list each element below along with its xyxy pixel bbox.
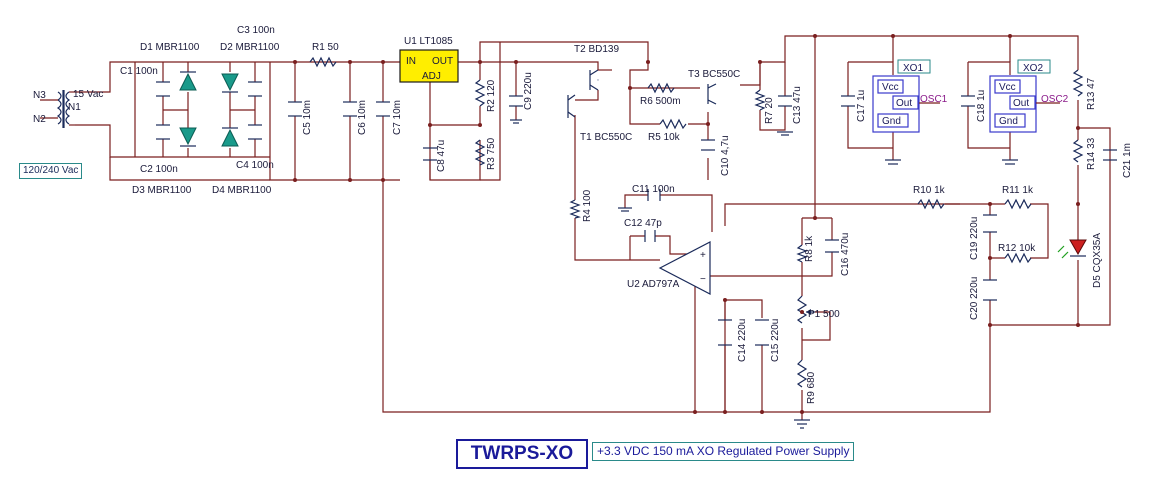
label-r8: R8 1k	[804, 235, 815, 262]
label-c3: C3 100n	[237, 25, 275, 36]
label-c12: C12 47p	[624, 218, 662, 229]
label-u2: U2 AD797A	[627, 279, 680, 290]
xo2-gnd: Gnd	[999, 116, 1018, 127]
oscillator-xo2: XO2 Vcc Out Gnd OSC2 C18 1u	[961, 59, 1069, 165]
label-c7: C7 10m	[392, 100, 403, 135]
label-d4: D4 MBR1100	[212, 185, 272, 196]
label-r7: R7 20	[764, 97, 775, 124]
label-c20: C20 220u	[969, 277, 980, 320]
regulator-pin-adj: ADJ	[422, 71, 441, 82]
label-r4: R4 100	[582, 189, 593, 222]
label-d1: D1 MBR1100	[140, 42, 200, 53]
label-r9: R9 680	[806, 371, 817, 404]
xo2-vcc: Vcc	[999, 82, 1016, 93]
xo1-out: Out	[896, 98, 912, 109]
label-c11: C11 100n	[632, 184, 675, 195]
output-network: R10 1k R11 1k R12 10k C19 220u C20 220u …	[913, 69, 1133, 320]
xo1-gnd: Gnd	[882, 116, 901, 127]
label-c21: C21 1m	[1122, 143, 1133, 178]
pass-transistors: T2 BD139 T1 BC550C T3 BC550C R6 500m R5 …	[567, 44, 803, 222]
label-t1: T1 BC550C	[580, 132, 632, 143]
label-c17: C17 1u	[856, 90, 867, 122]
xo1-vcc: Vcc	[882, 82, 899, 93]
label-c5: C5 10m	[302, 100, 313, 135]
transformer-voltage: 15 Vac	[73, 89, 103, 100]
junctions	[293, 34, 1080, 414]
regulator-u1: IN OUT ADJ U1 LT1085 R2 120 R3 750 C8 47…	[399, 36, 534, 172]
label-r5: R5 10k	[648, 132, 681, 143]
label-p1: P1 500	[808, 309, 840, 320]
label-r11: R11 1k	[1002, 185, 1034, 196]
label-t3: T3 BC550C	[688, 69, 740, 80]
xo2-id: XO2	[1023, 63, 1043, 74]
xo2-output-net: OSC2	[1041, 94, 1069, 105]
xo2-out: Out	[1013, 98, 1029, 109]
opamp-minus: −	[700, 274, 706, 285]
label-c15: C15 220u	[770, 319, 781, 362]
schematic-title: TWRPS-XO	[456, 439, 588, 469]
label-d2: D2 MBR1100	[220, 42, 280, 53]
transformer: N3 N2 N1 15 Vac	[33, 89, 103, 128]
input-filter: R1 50 C5 10m C6 10m C7 10m	[288, 42, 403, 135]
schematic-subtitle: +3.3 VDC 150 mA XO Regulated Power Suppl…	[592, 442, 855, 461]
label-c9: C9 220u	[523, 72, 534, 110]
xo1-id: XO1	[903, 63, 923, 74]
label-r3: R3 750	[486, 137, 497, 170]
label-u1: U1 LT1085	[404, 36, 453, 47]
label-d5: D5 CQX35A	[1092, 233, 1103, 288]
label-t2: T2 BD139	[574, 44, 619, 55]
mains-voltage-label: 120/240 Vac	[19, 163, 83, 179]
label-r1: R1 50	[312, 42, 339, 53]
wiring	[75, 35, 1111, 420]
label-c2: C2 100n	[140, 164, 178, 175]
transformer-pin-n1: N1	[68, 102, 81, 113]
diode-d3-icon	[179, 127, 197, 146]
label-c1: C1 100n	[120, 66, 158, 77]
transformer-pin-n2: N2	[33, 114, 46, 125]
diode-d4-icon	[221, 128, 239, 147]
label-c4: C4 100n	[236, 160, 274, 171]
label-r10: R10 1k	[913, 185, 946, 196]
label-c16: C16 470u	[840, 233, 851, 276]
label-c6: C6 10m	[357, 100, 368, 135]
opamp-u2-icon	[658, 241, 711, 295]
regulator-pin-out: OUT	[432, 56, 453, 67]
label-r6: R6 500m	[640, 96, 681, 107]
label-c18: C18 1u	[976, 90, 987, 122]
bridge-rectifier: D1 MBR1100 D2 MBR1100 C3 100n C1 100n C2…	[120, 25, 280, 196]
diode-d2-icon	[221, 73, 239, 92]
label-r12: R12 10k	[998, 243, 1036, 254]
label-r13: R13 47	[1086, 77, 1097, 110]
transformer-pin-n3: N3	[33, 90, 46, 101]
label-r2: R2 120	[486, 79, 497, 112]
regulator-pin-in: IN	[406, 56, 416, 67]
label-c8: C8 47u	[436, 140, 447, 172]
error-amplifier: + − U2 AD797A C11 100n C12 47p C14 220u …	[618, 184, 851, 429]
oscillator-xo1: XO1 Vcc Out Gnd OSC1 C17 1u	[841, 59, 948, 165]
diode-d1-icon	[179, 72, 197, 91]
label-c19: C19 220u	[969, 217, 980, 260]
label-d3: D3 MBR1100	[132, 185, 192, 196]
label-c13: C13 47u	[792, 86, 803, 124]
label-r14: R14 33	[1086, 137, 1097, 170]
xo1-output-net: OSC1	[920, 94, 948, 105]
label-c10: C10 4,7u	[720, 135, 731, 176]
label-c14: C14 220u	[737, 319, 748, 362]
opamp-plus: +	[700, 250, 706, 261]
led-d5-icon	[1069, 239, 1087, 256]
